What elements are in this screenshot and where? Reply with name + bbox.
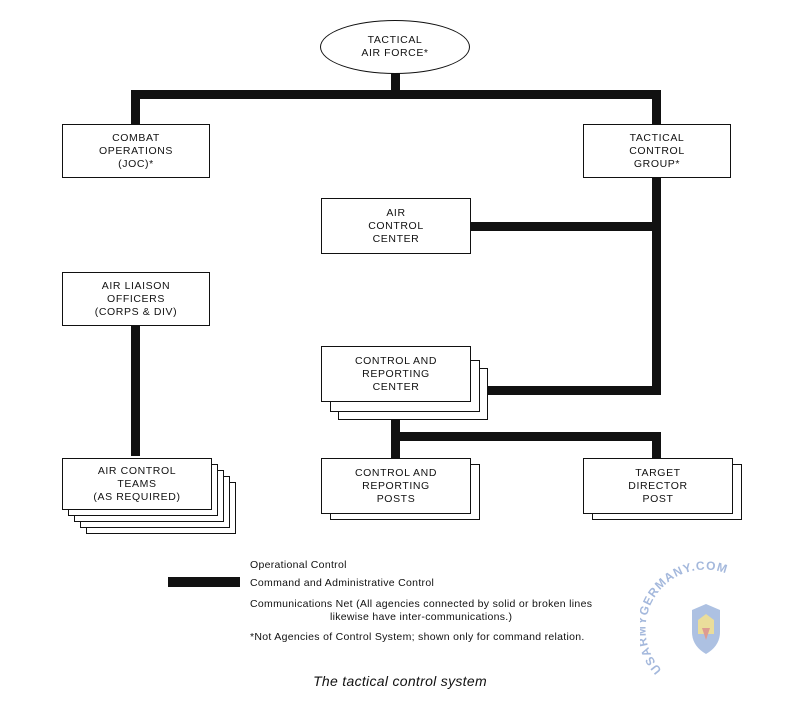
legend-operational-control: Operational Control <box>250 559 347 571</box>
node-label: AIR CONTROL CENTER <box>368 206 424 245</box>
node-label: CONTROL AND REPORTING CENTER <box>354 354 438 393</box>
line-combat-ops-drop <box>131 90 140 124</box>
line-top-horizontal <box>131 90 661 99</box>
command-lines <box>131 72 661 458</box>
node-combat-operations: COMBAT OPERATIONS (JOC)* <box>62 124 210 178</box>
legend-command-admin-control: Command and Administrative Control <box>250 577 435 589</box>
line-crc-to-tdp <box>391 432 661 441</box>
watermark-seal: USARMYGERMANY.COM <box>640 560 729 677</box>
node-target-director-post: TARGET DIRECTOR POST <box>583 458 733 514</box>
legend-command-line-sample <box>168 577 240 587</box>
node-control-reporting-center: CONTROL AND REPORTING CENTER <box>321 346 471 402</box>
node-tactical-air-force: TACTICAL AIR FORCE* <box>320 20 470 74</box>
node-air-control-teams: AIR CONTROL TEAMS (AS REQUIRED) <box>62 458 212 510</box>
node-control-reporting-posts: CONTROL AND REPORTING POSTS <box>321 458 471 514</box>
node-air-control-center: AIR CONTROL CENTER <box>321 198 471 254</box>
node-label: AIR CONTROL TEAMS (AS REQUIRED) <box>93 464 181 503</box>
node-label: TACTICAL AIR FORCE* <box>361 34 429 59</box>
node-label: COMBAT OPERATIONS (JOC)* <box>98 131 174 170</box>
figure-caption: The tactical control system <box>313 673 487 689</box>
node-tactical-control-group: TACTICAL CONTROL GROUP* <box>583 124 731 178</box>
line-tdp-drop <box>652 432 661 458</box>
line-alo-to-act <box>131 326 140 456</box>
line-tcg-drop <box>652 90 661 124</box>
line-tcg-right-vertical <box>652 178 661 394</box>
line-crc-connector <box>480 386 661 395</box>
node-label: AIR LIAISON OFFICERS (CORPS & DIV) <box>94 279 178 318</box>
legend-communications-net: Communications Net (All agencies connect… <box>250 598 593 623</box>
legend-footnote: *Not Agencies of Control System; shown o… <box>250 631 585 643</box>
node-air-liaison-officers: AIR LIAISON OFFICERS (CORPS & DIV) <box>62 272 210 326</box>
node-label: CONTROL AND REPORTING POSTS <box>354 466 438 505</box>
node-label: TARGET DIRECTOR POST <box>628 466 688 505</box>
line-acc-connector <box>470 222 656 231</box>
line-taf-stem <box>391 72 400 94</box>
node-label: TACTICAL CONTROL GROUP* <box>629 131 685 170</box>
